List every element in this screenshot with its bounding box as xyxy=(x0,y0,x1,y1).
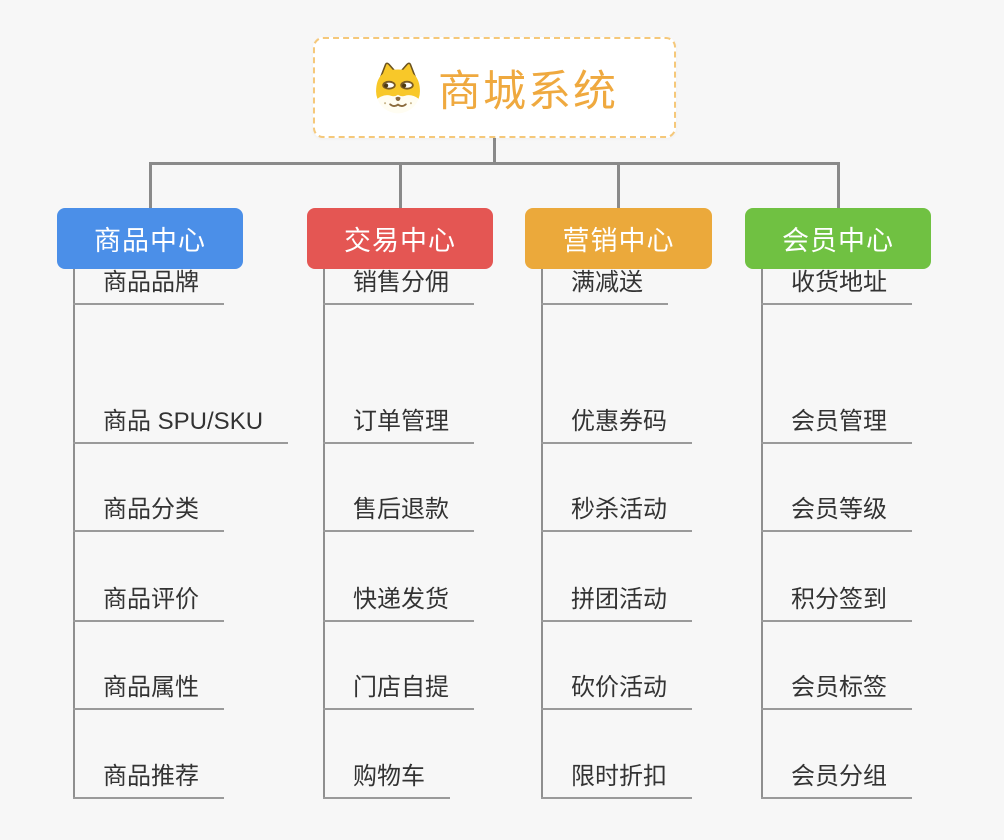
leaf-node[interactable]: 会员分组 xyxy=(761,763,912,799)
branch-node-product-center[interactable]: 商品中心 xyxy=(57,208,243,269)
leaf-node[interactable]: 销售分佣 xyxy=(323,269,474,305)
leaf-node[interactable]: 优惠券码 xyxy=(541,408,692,444)
column-spine-line xyxy=(761,269,763,799)
leaf-node[interactable]: 满减送 xyxy=(541,269,668,305)
branch-node-label: 营销中心 xyxy=(562,226,675,256)
leaf-node[interactable]: 积分签到 xyxy=(761,586,912,622)
branch-node-member-center[interactable]: 会员中心 xyxy=(745,208,931,269)
leaf-node[interactable]: 商品推荐 xyxy=(73,763,224,799)
leaf-node[interactable]: 限时折扣 xyxy=(541,763,692,799)
column-spine-line xyxy=(323,269,325,799)
dog-face-icon xyxy=(371,61,425,115)
leaf-node[interactable]: 商品属性 xyxy=(73,674,224,710)
leaf-node[interactable]: 砍价活动 xyxy=(541,674,692,710)
leaf-node[interactable]: 商品分类 xyxy=(73,496,224,532)
branch-node-label: 会员中心 xyxy=(782,226,894,256)
column-spine-line xyxy=(73,269,75,799)
branch-drop-line xyxy=(399,162,402,209)
leaf-node[interactable]: 会员管理 xyxy=(761,408,912,444)
leaf-node[interactable]: 订单管理 xyxy=(323,408,474,444)
branch-node-label: 交易中心 xyxy=(344,226,456,256)
leaf-node[interactable]: 售后退款 xyxy=(323,496,474,532)
leaf-node[interactable]: 快递发货 xyxy=(323,586,474,622)
branch-bus-line xyxy=(149,162,840,165)
branch-node-trade-center[interactable]: 交易中心 xyxy=(307,208,493,269)
leaf-node[interactable]: 门店自提 xyxy=(323,674,474,710)
branch-node-label: 商品中心 xyxy=(94,226,206,256)
column-spine-line xyxy=(541,269,543,799)
leaf-node[interactable]: 商品 SPU/SKU xyxy=(73,408,289,444)
leaf-column-trade-center: 订单管理 售后退款 快递发货 门店自提 购物车 销售分佣 xyxy=(323,269,573,799)
leaf-column-product-center: 商品 SPU/SKU 商品分类 商品评价 商品属性 商品推荐 商品品牌 xyxy=(73,269,323,799)
root-node-mall-system[interactable]: 商城系统 xyxy=(313,37,676,138)
branch-drop-line xyxy=(149,162,152,209)
leaf-column-marketing-center: 优惠券码 秒杀活动 拼团活动 砍价活动 限时折扣 满减送 xyxy=(541,269,791,799)
leaf-column-member-center: 会员管理 会员等级 积分签到 会员标签 会员分组 收货地址 xyxy=(761,269,1004,799)
root-connector-line xyxy=(493,138,496,164)
leaf-node[interactable]: 秒杀活动 xyxy=(541,496,692,532)
leaf-node[interactable]: 购物车 xyxy=(323,763,450,799)
leaf-node[interactable]: 会员标签 xyxy=(761,674,912,710)
branch-node-marketing-center[interactable]: 营销中心 xyxy=(525,208,712,269)
leaf-node[interactable]: 收货地址 xyxy=(761,269,912,305)
leaf-node[interactable]: 商品品牌 xyxy=(73,269,224,305)
leaf-node[interactable]: 会员等级 xyxy=(761,496,912,532)
branch-drop-line xyxy=(837,162,840,209)
leaf-node[interactable]: 拼团活动 xyxy=(541,586,692,622)
root-node-title: 商城系统 xyxy=(438,67,618,116)
branch-drop-line xyxy=(617,162,620,209)
leaf-node[interactable]: 商品评价 xyxy=(73,586,224,622)
